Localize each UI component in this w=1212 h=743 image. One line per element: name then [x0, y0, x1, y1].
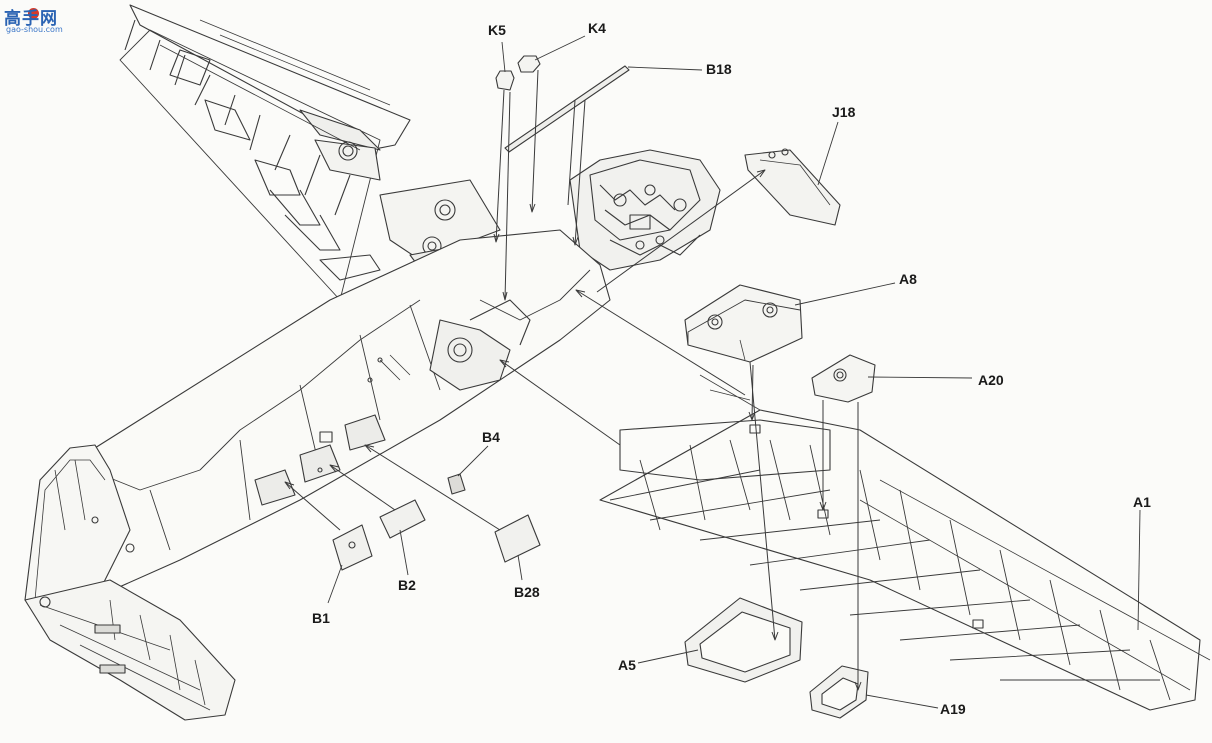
part-B1-shape — [332, 524, 373, 571]
part-K5-shape — [495, 70, 515, 91]
label-A19: A19 — [940, 701, 966, 717]
part-K4-shape — [517, 55, 541, 73]
fuselage — [59, 229, 611, 601]
label-A8: A8 — [899, 271, 917, 287]
part-B18-shape — [504, 65, 630, 153]
part-A20-shape — [811, 354, 876, 403]
label-B18: B18 — [706, 61, 732, 77]
part-B4-shape — [447, 473, 466, 495]
label-A5: A5 — [618, 657, 636, 673]
label-J18: J18 — [832, 104, 856, 120]
left-wing-frame — [119, 4, 411, 301]
site-watermark: 高手网 gao-shou.com — [4, 4, 72, 34]
part-J18-shape — [744, 148, 841, 226]
watermark-logo-dot — [28, 8, 39, 19]
part-A19-shape — [809, 665, 869, 719]
part-B2-shape — [379, 499, 426, 539]
label-A20: A20 — [978, 372, 1004, 388]
part-A5-shape — [684, 597, 803, 683]
watermark-text: 高手网 — [4, 9, 58, 29]
label-B28: B28 — [514, 584, 540, 600]
label-K5: K5 — [488, 22, 506, 38]
tail-stabilizer — [24, 579, 236, 721]
part-A8-shape — [684, 284, 803, 363]
part-B28-shape — [494, 514, 541, 563]
label-B2: B2 — [398, 577, 416, 593]
label-B1: B1 — [312, 610, 330, 626]
cockpit-section — [569, 149, 721, 271]
label-A1: A1 — [1133, 494, 1151, 510]
watermark-url: gao-shou.com — [6, 25, 63, 34]
right-wing-frame — [599, 374, 1211, 711]
label-B4: B4 — [482, 429, 500, 445]
label-K4: K4 — [588, 20, 606, 36]
label-leaders — [327, 35, 1141, 709]
assembly-arrows — [284, 69, 862, 691]
